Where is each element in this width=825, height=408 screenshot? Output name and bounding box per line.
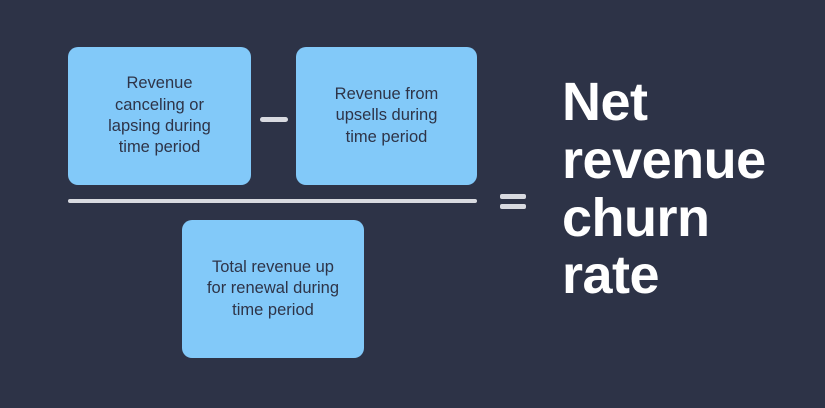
denominator-label: Total revenue up for renewal during time… [206, 257, 340, 319]
minus-icon [260, 117, 288, 122]
equals-top-bar [500, 194, 526, 199]
equals-icon [500, 194, 526, 209]
subtrahend-label: Revenue from upsells during time period [334, 84, 439, 146]
numerator-subtrahend-box: Revenue from upsells during time period [296, 47, 477, 185]
denominator-box: Total revenue up for renewal during time… [182, 220, 364, 358]
fraction-divider-line [68, 199, 477, 203]
result-title: Net revenue churn rate [562, 72, 766, 306]
numerator-minuend-box: Revenue canceling or lapsing during time… [68, 47, 251, 185]
minuend-label: Revenue canceling or lapsing during time… [108, 74, 211, 157]
equals-bottom-bar [500, 204, 526, 209]
